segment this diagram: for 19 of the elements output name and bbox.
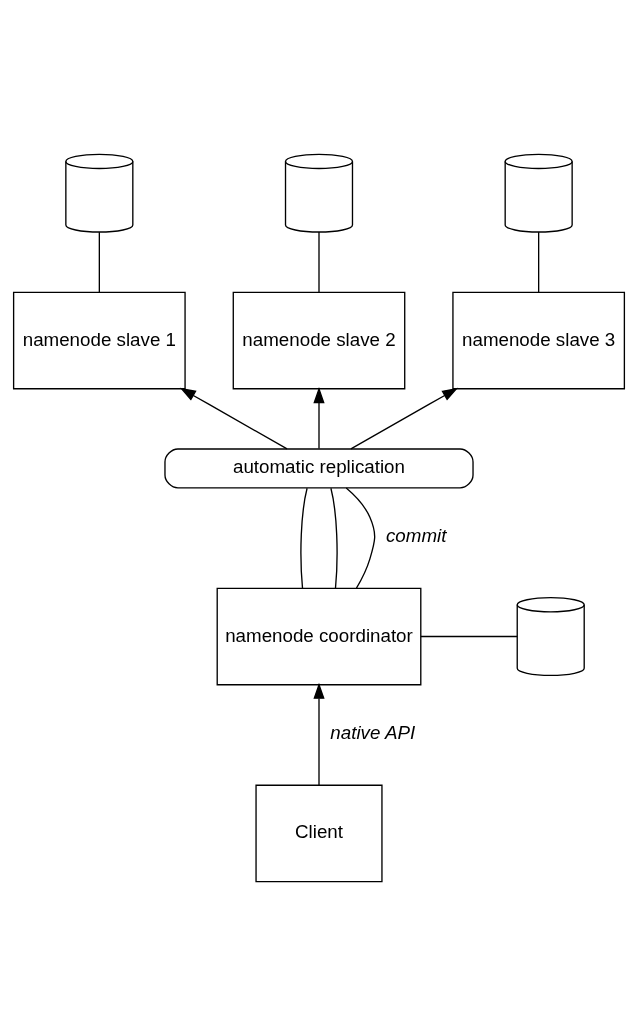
connector: [420, 635, 518, 637]
connector: [345, 486, 376, 589]
connector: [318, 230, 320, 293]
node-box: namenode slave 3: [452, 291, 626, 389]
arrow: [179, 387, 288, 450]
node-box: namenode slave 2: [232, 291, 406, 389]
node-box: automatic replication: [164, 447, 474, 489]
arrow: [313, 386, 325, 449]
node-box: namenode slave 1: [12, 291, 186, 389]
arrow: [313, 682, 325, 786]
connector: [300, 487, 308, 589]
arrow: [350, 387, 459, 450]
node-box: Client: [255, 784, 383, 882]
connector: [330, 487, 338, 589]
edge-label: native API: [330, 721, 416, 743]
connector: [98, 230, 100, 293]
connector: [538, 230, 540, 293]
edge-label: commit: [385, 524, 447, 546]
node-box: namenode coordinator: [216, 587, 422, 685]
